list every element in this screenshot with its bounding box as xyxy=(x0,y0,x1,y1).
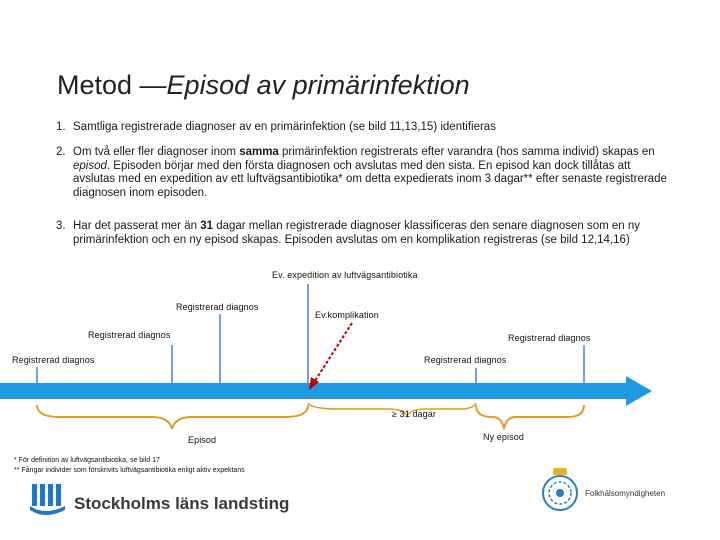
episode-brace xyxy=(36,404,309,430)
list-text: Om två eller fler diagnoser inom samma p… xyxy=(73,146,667,199)
title-main: Metod — xyxy=(57,70,167,100)
timeline-arrow-head xyxy=(626,376,652,406)
diagnosis-label: Registrerad diagnos xyxy=(424,355,507,365)
gap-label: ≥ 31 dagar xyxy=(392,409,436,419)
sll-logo-icon xyxy=(30,484,65,515)
footnote-1: * För definition av luftvägsantibiotika,… xyxy=(14,457,160,464)
agency-name: Folkhälsomyndigheten xyxy=(585,489,666,498)
org-logo-text: Stockholms läns landsting xyxy=(74,494,290,513)
list-text: Har det passerat mer än 31 dagar mellan … xyxy=(73,220,641,246)
episode-label: Episod xyxy=(188,435,217,445)
list-number: 1. xyxy=(56,121,66,133)
complication-arrow-head xyxy=(309,377,319,390)
new-episode-label: Ny episod xyxy=(483,432,524,442)
new-episode-brace xyxy=(475,404,585,432)
diagnosis-label: Registrerad diagnos xyxy=(176,302,259,312)
diagnosis-label: Registrerad diagnos xyxy=(508,333,591,343)
expedition-label: Ev. expedition av luftvägsantibiotika xyxy=(272,270,418,280)
list-number: 2. xyxy=(56,146,66,158)
complication-arrow-line xyxy=(312,322,353,385)
complication-label: Ev.komplikation xyxy=(315,310,379,320)
diagnosis-label: Registrerad diagnos xyxy=(12,355,95,365)
title-italic: Episod av primärinfektion xyxy=(166,70,470,100)
gap-brace xyxy=(307,402,477,418)
agency-emblem-icon xyxy=(542,468,578,511)
list-number: 3. xyxy=(56,220,66,232)
footnote-2: ** Fångar individer som förskrivits luft… xyxy=(14,467,245,474)
timeline-arrow-shaft xyxy=(0,383,626,399)
diagnosis-label: Registrerad diagnos xyxy=(88,330,171,340)
list-text: Samtliga registrerade diagnoser av en pr… xyxy=(73,121,496,133)
page-title: Metod —Episod av primärinfektion xyxy=(57,70,470,101)
